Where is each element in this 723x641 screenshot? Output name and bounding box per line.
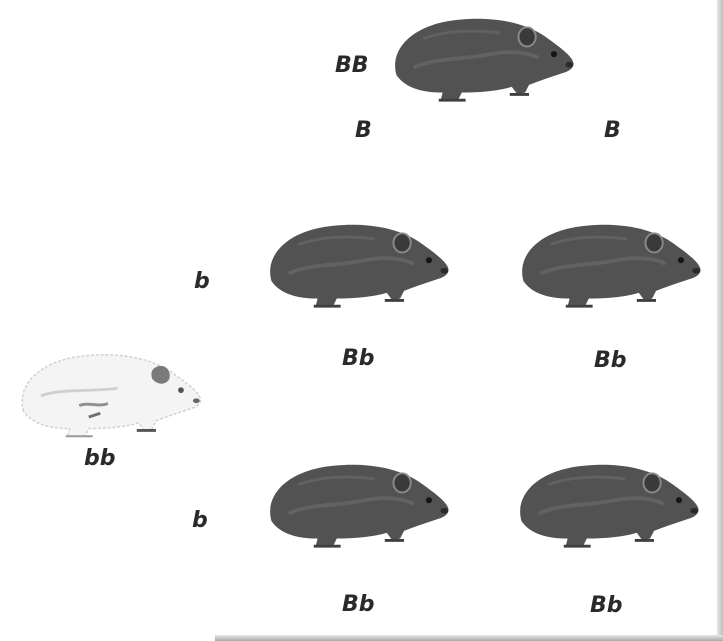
parent-top-gamete-2: B — [604, 120, 621, 142]
offspring-genotype-4: Bb — [590, 595, 623, 617]
offspring-genotype-2: Bb — [594, 350, 627, 372]
offspring-guinea-pig-1 — [258, 216, 454, 312]
parent-left-gamete-1: b — [194, 271, 210, 293]
parent-top-genotype: BB — [335, 55, 369, 77]
offspring-genotype-1: Bb — [342, 348, 375, 370]
page-edge-bottom — [215, 635, 723, 641]
offspring-guinea-pig-4 — [508, 456, 704, 552]
offspring-guinea-pig-2 — [510, 216, 706, 312]
parent-left-genotype: bb — [84, 448, 116, 470]
parent-left-gamete-2: b — [192, 510, 208, 532]
offspring-genotype-3: Bb — [342, 594, 375, 616]
offspring-guinea-pig-3 — [258, 456, 454, 552]
parent-guinea-pig-white — [8, 346, 208, 442]
page-edge-right — [717, 0, 723, 641]
parent-guinea-pig-black — [382, 10, 580, 106]
parent-top-gamete-1: B — [355, 120, 372, 142]
